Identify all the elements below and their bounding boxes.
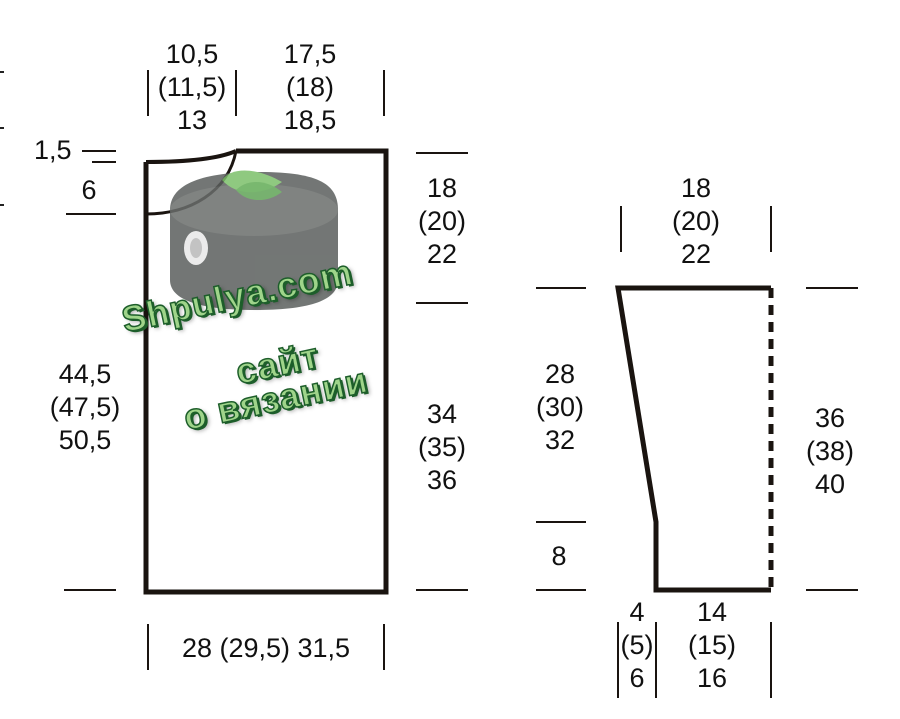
sleeve-left-lower-label: 8 [551, 541, 567, 571]
sleeve-bottom-right-measure: 14 (15) 16 [687, 597, 736, 693]
sleeve-piece-outline [615, 285, 774, 593]
sleeve-dimension-ticks [536, 206, 858, 698]
body-dimension-ticks [64, 70, 468, 670]
body-left-side-measure: 44,5 (47,5) 50,5 [49, 359, 121, 455]
body-right-lower-measure: 34 (35) 36 [417, 399, 466, 495]
sleeve-top-measure: 18 (20) 22 [671, 173, 720, 269]
sleeve-left-upper-measure: 28 (30) 32 [535, 359, 584, 455]
body-top-right-measure: 17,5 (18) 18,5 [283, 39, 337, 135]
body-top-left-measure: 10,5 (11,5) 13 [157, 39, 227, 135]
body-neck-drop-top-label: 1,5 [34, 135, 72, 165]
sleeve-bottom-left-measure: 4 (5) 6 [620, 597, 654, 693]
yarn-spool-icon [170, 170, 338, 310]
sleeve-outline-path [615, 285, 771, 593]
body-neck-drop-label: 6 [81, 175, 97, 205]
body-bottom-width-label: 28 (29,5) 31,5 [181, 633, 351, 663]
sleeve-right-measure: 36 (38) 40 [805, 403, 854, 499]
body-right-upper-measure: 18 (20) 22 [417, 173, 466, 269]
body-outline-path [143, 148, 389, 595]
neckline-curve [145, 149, 237, 164]
